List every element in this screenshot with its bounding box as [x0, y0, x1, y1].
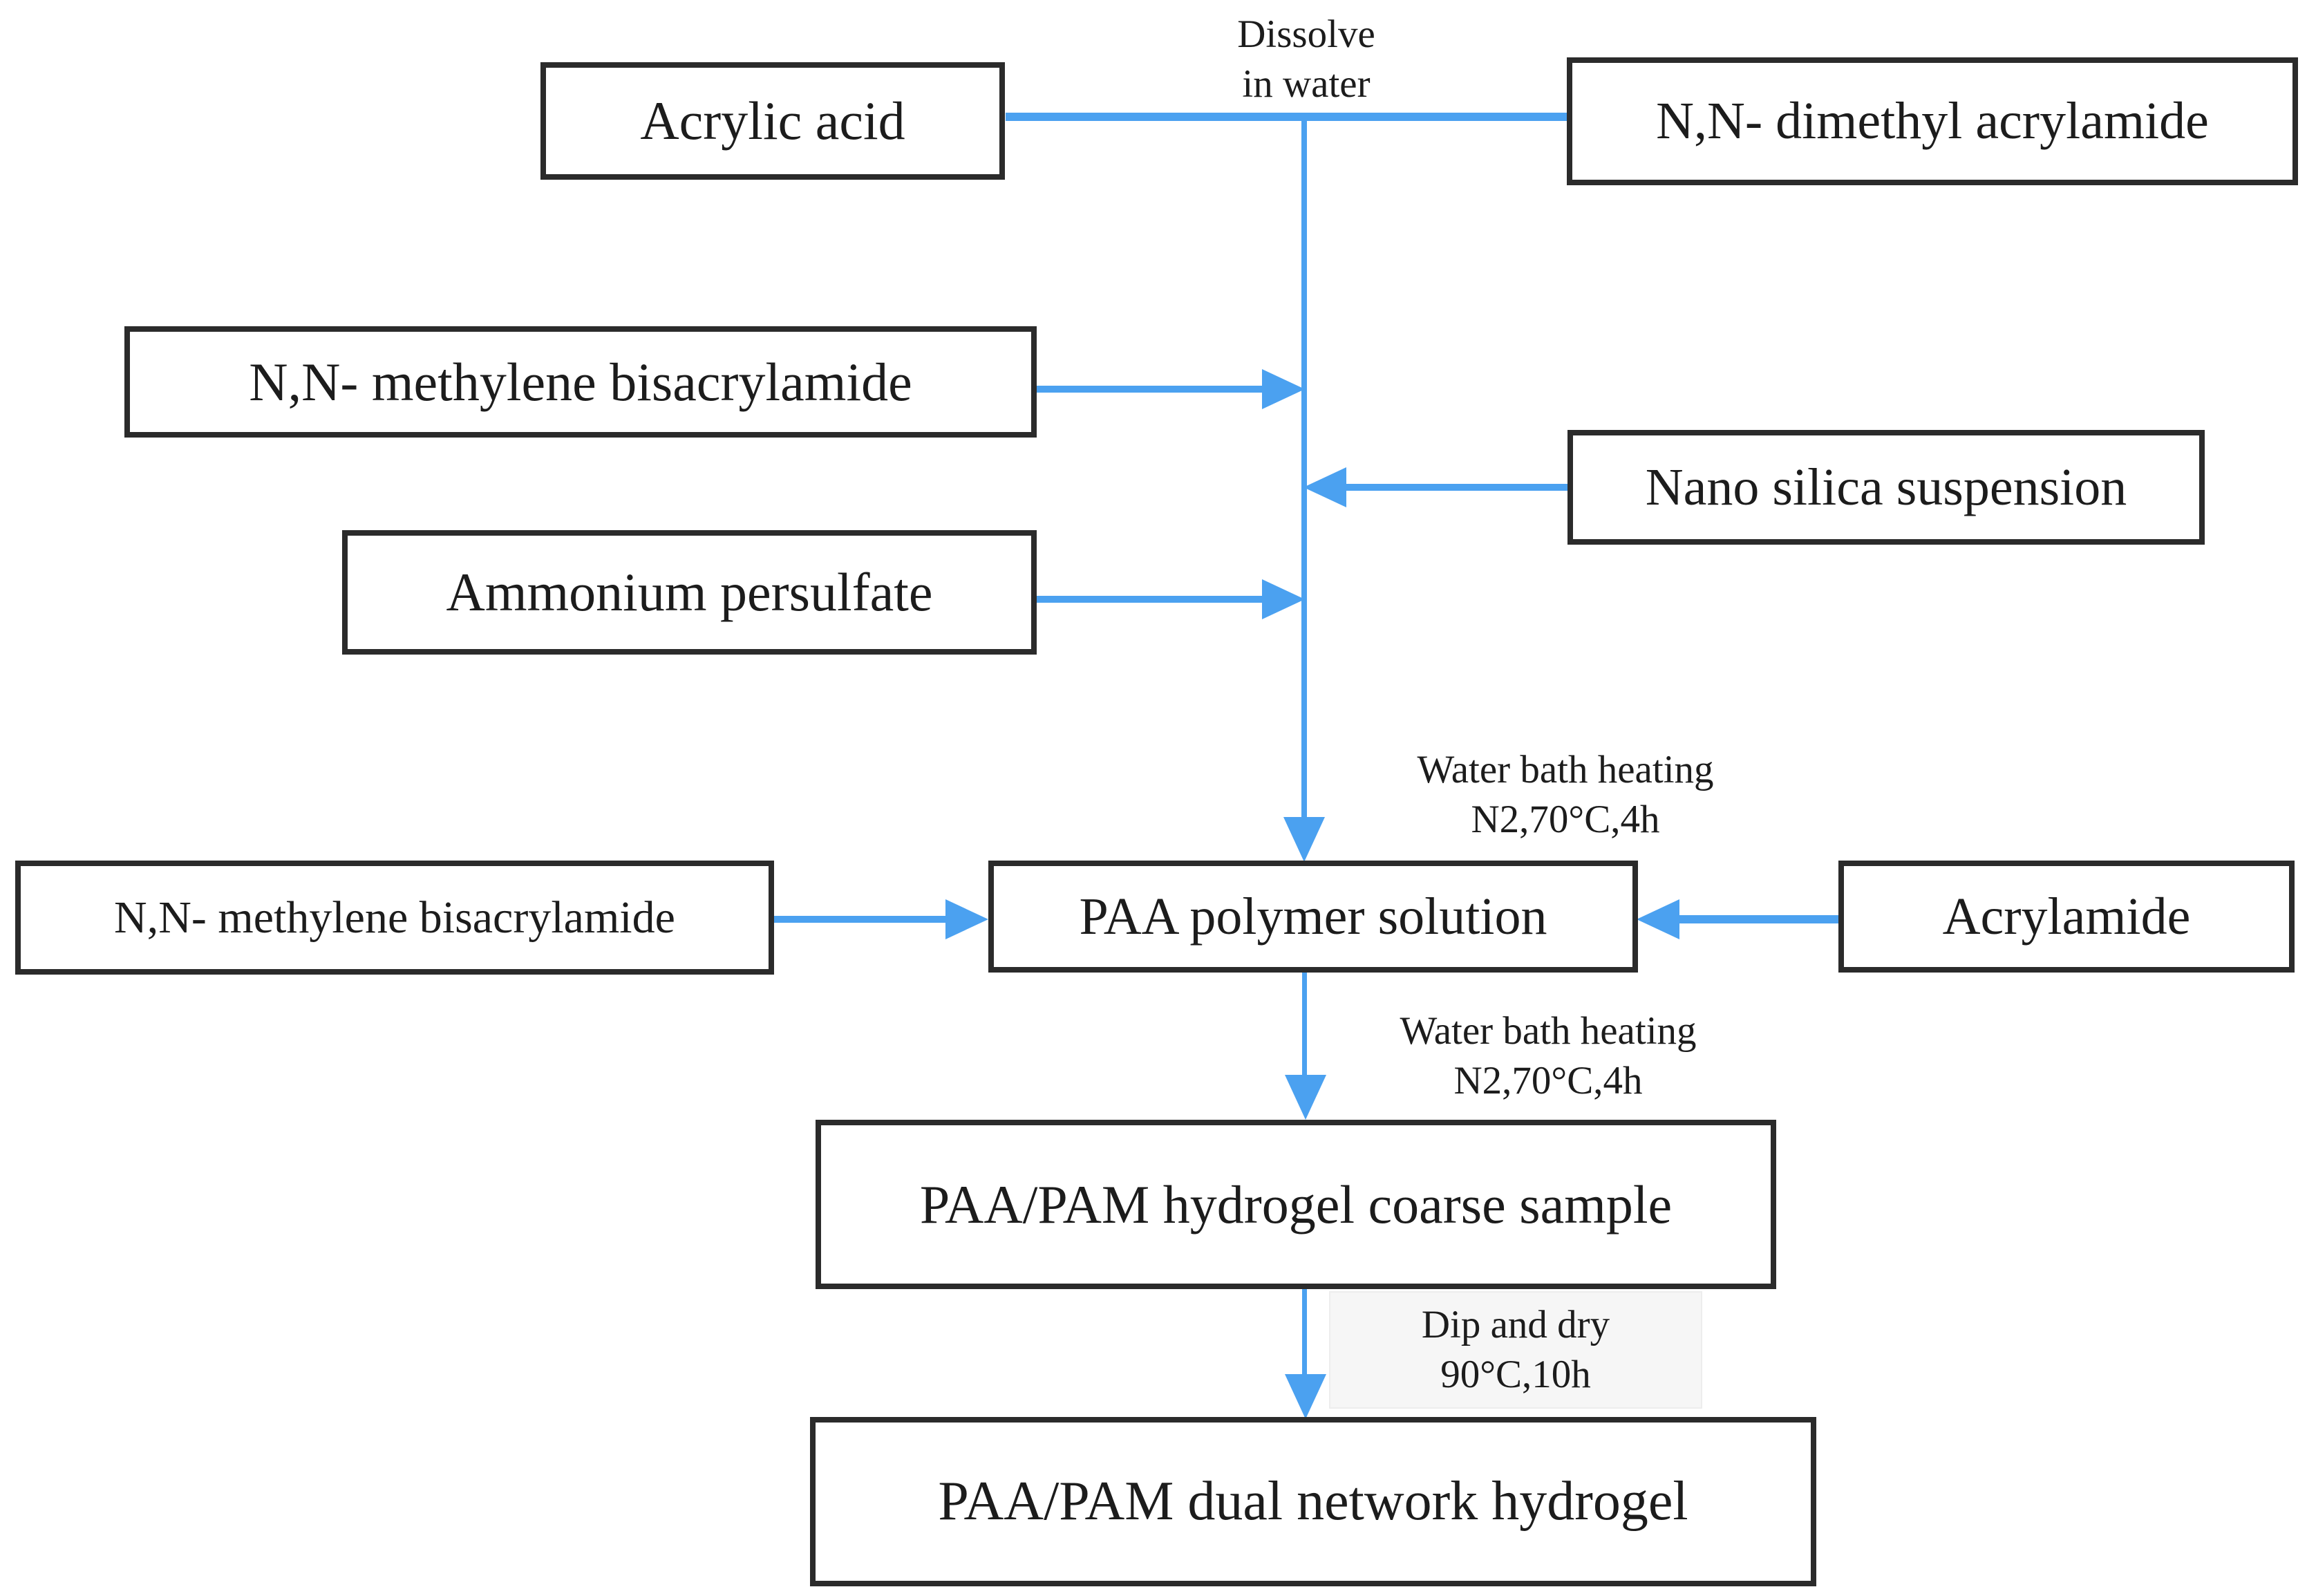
connector-bisacrylamide1 — [1037, 386, 1265, 393]
label-dissolve-line1: Dissolve — [1237, 12, 1375, 56]
connector-ammonium — [1037, 596, 1265, 603]
arrowhead-left-nano-silica — [1303, 467, 1346, 507]
label-dip-and-dry-line1: Dip and dry — [1421, 1303, 1610, 1346]
label-dip-and-dry-line2: 90°C,10h — [1440, 1353, 1591, 1396]
connector-paa-to-coarse — [1302, 973, 1307, 1078]
node-ammonium-persulfate: Ammonium persulfate — [342, 530, 1037, 655]
label-water-bath-1-line2: N2,70°C,4h — [1471, 798, 1660, 841]
arrowhead-down-into-paa-solution — [1283, 817, 1325, 862]
node-paa-pam-coarse-sample: PAA/PAM hydrogel coarse sample — [816, 1120, 1776, 1289]
arrowhead-right-bisacrylamide1 — [1262, 369, 1305, 409]
node-paa-polymer-solution: PAA polymer solution — [988, 861, 1638, 973]
node-methylene-bisacrylamide-2: N,N- methylene bisacrylamide — [15, 861, 774, 975]
arrowhead-right-ammonium — [1262, 579, 1305, 619]
label-water-bath-2: Water bath heating N2,70°C,4h — [1355, 1006, 1742, 1106]
connector-acrylamide — [1679, 915, 1838, 923]
node-acrylamide: Acrylamide — [1838, 861, 2295, 973]
label-dissolve-line2: in water — [1242, 62, 1371, 106]
label-water-bath-2-line2: N2,70°C,4h — [1453, 1059, 1643, 1102]
node-paa-pam-dual-network: PAA/PAM dual network hydrogel — [810, 1417, 1816, 1586]
arrowhead-down-into-dual-network — [1285, 1374, 1326, 1419]
connector-bisacrylamide2 — [774, 916, 948, 923]
node-methylene-bisacrylamide-1: N,N- methylene bisacrylamide — [124, 326, 1037, 438]
node-dimethyl-acrylamide: N,N- dimethyl acrylamide — [1567, 57, 2298, 185]
node-acrylic-acid: Acrylic acid — [540, 62, 1005, 180]
label-dip-and-dry: Dip and dry 90°C,10h — [1329, 1291, 1702, 1409]
arrowhead-right-bisacrylamide2 — [945, 899, 988, 939]
arrowhead-left-acrylamide — [1637, 899, 1679, 939]
label-water-bath-1: Water bath heating N2,70°C,4h — [1372, 745, 1759, 845]
label-dissolve-in-water: Dissolve in water — [1133, 10, 1479, 109]
connector-acrylic-to-dimethyl — [1006, 113, 1567, 121]
connector-coarse-to-dual — [1302, 1289, 1307, 1378]
arrowhead-down-into-coarse-sample — [1285, 1075, 1326, 1120]
label-water-bath-2-line1: Water bath heating — [1400, 1009, 1697, 1053]
node-nano-silica-suspension: Nano silica suspension — [1567, 430, 2205, 545]
label-water-bath-1-line1: Water bath heating — [1417, 748, 1714, 791]
connector-nano-silica — [1345, 484, 1567, 491]
